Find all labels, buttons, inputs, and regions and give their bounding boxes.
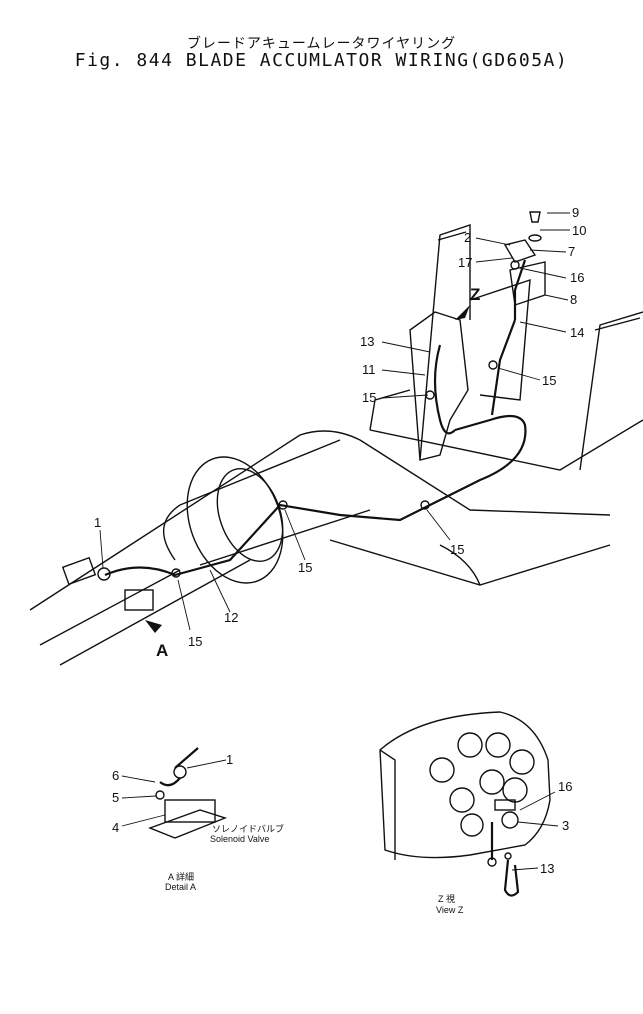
view-caption-jp: Z 視: [438, 893, 455, 904]
label-15-top-left: 15: [362, 390, 376, 405]
label-15-right: 15: [450, 542, 464, 557]
machine-frame: [29, 224, 643, 666]
detail-caption-jp: A 詳細: [168, 871, 194, 882]
accumulator-cylinder: [162, 439, 371, 584]
label-15-left: 15: [188, 634, 202, 649]
leader-lines: [99, 212, 570, 631]
label-10: 10: [572, 223, 586, 238]
label-7: 7: [568, 244, 575, 259]
label-15-top-right: 15: [542, 373, 556, 388]
view-caption-en: View Z: [436, 905, 464, 915]
detail-caption-en: Detail A: [165, 882, 196, 892]
figure-title: Fig. 844 BLADE ACCUMLATOR WIRING(GD605A): [74, 50, 569, 71]
detail-label-6: 6: [112, 768, 119, 783]
label-11: 11: [362, 362, 376, 377]
wiring-harness: [104, 259, 527, 577]
label-17: 17: [458, 255, 472, 270]
label-15-middle: 15: [298, 560, 312, 575]
label-13: 13: [360, 334, 374, 349]
part-labels: 9 10 2 7 17 16 8 Z 14 13 11 15 15 1 15 1…: [94, 205, 586, 660]
view-arrows: [145, 305, 470, 633]
label-z-arrow: Z: [470, 285, 480, 304]
detail-a: 1 6 5 4 ソレノイドバルブ Solenoid Valve A 詳細 Det…: [112, 747, 284, 892]
detail-label-4: 4: [112, 820, 119, 835]
view-label-3: 3: [562, 818, 569, 833]
figure-title-japanese: ブレードアキュームレータワイヤリング: [186, 36, 457, 52]
view-z: 16 3 13 Z 視 View Z: [379, 711, 572, 915]
harness-clamps: [171, 360, 498, 578]
solenoid-caption-jp: ソレノイドバルブ: [212, 823, 284, 834]
solenoid-caption-en: Solenoid Valve: [210, 834, 269, 844]
view-label-13: 13: [540, 861, 554, 876]
label-8: 8: [570, 292, 577, 307]
detail-label-1: 1: [226, 752, 233, 767]
label-14: 14: [570, 325, 584, 340]
label-1: 1: [94, 515, 101, 530]
label-12: 12: [224, 610, 238, 625]
switch-hardware: [503, 211, 542, 270]
label-16: 16: [570, 270, 584, 285]
label-9: 9: [572, 205, 579, 220]
label-a-arrow: A: [156, 641, 168, 660]
solenoid-connector: [61, 556, 154, 611]
label-2: 2: [464, 230, 471, 245]
detail-label-5: 5: [112, 790, 119, 805]
view-label-16: 16: [558, 779, 572, 794]
